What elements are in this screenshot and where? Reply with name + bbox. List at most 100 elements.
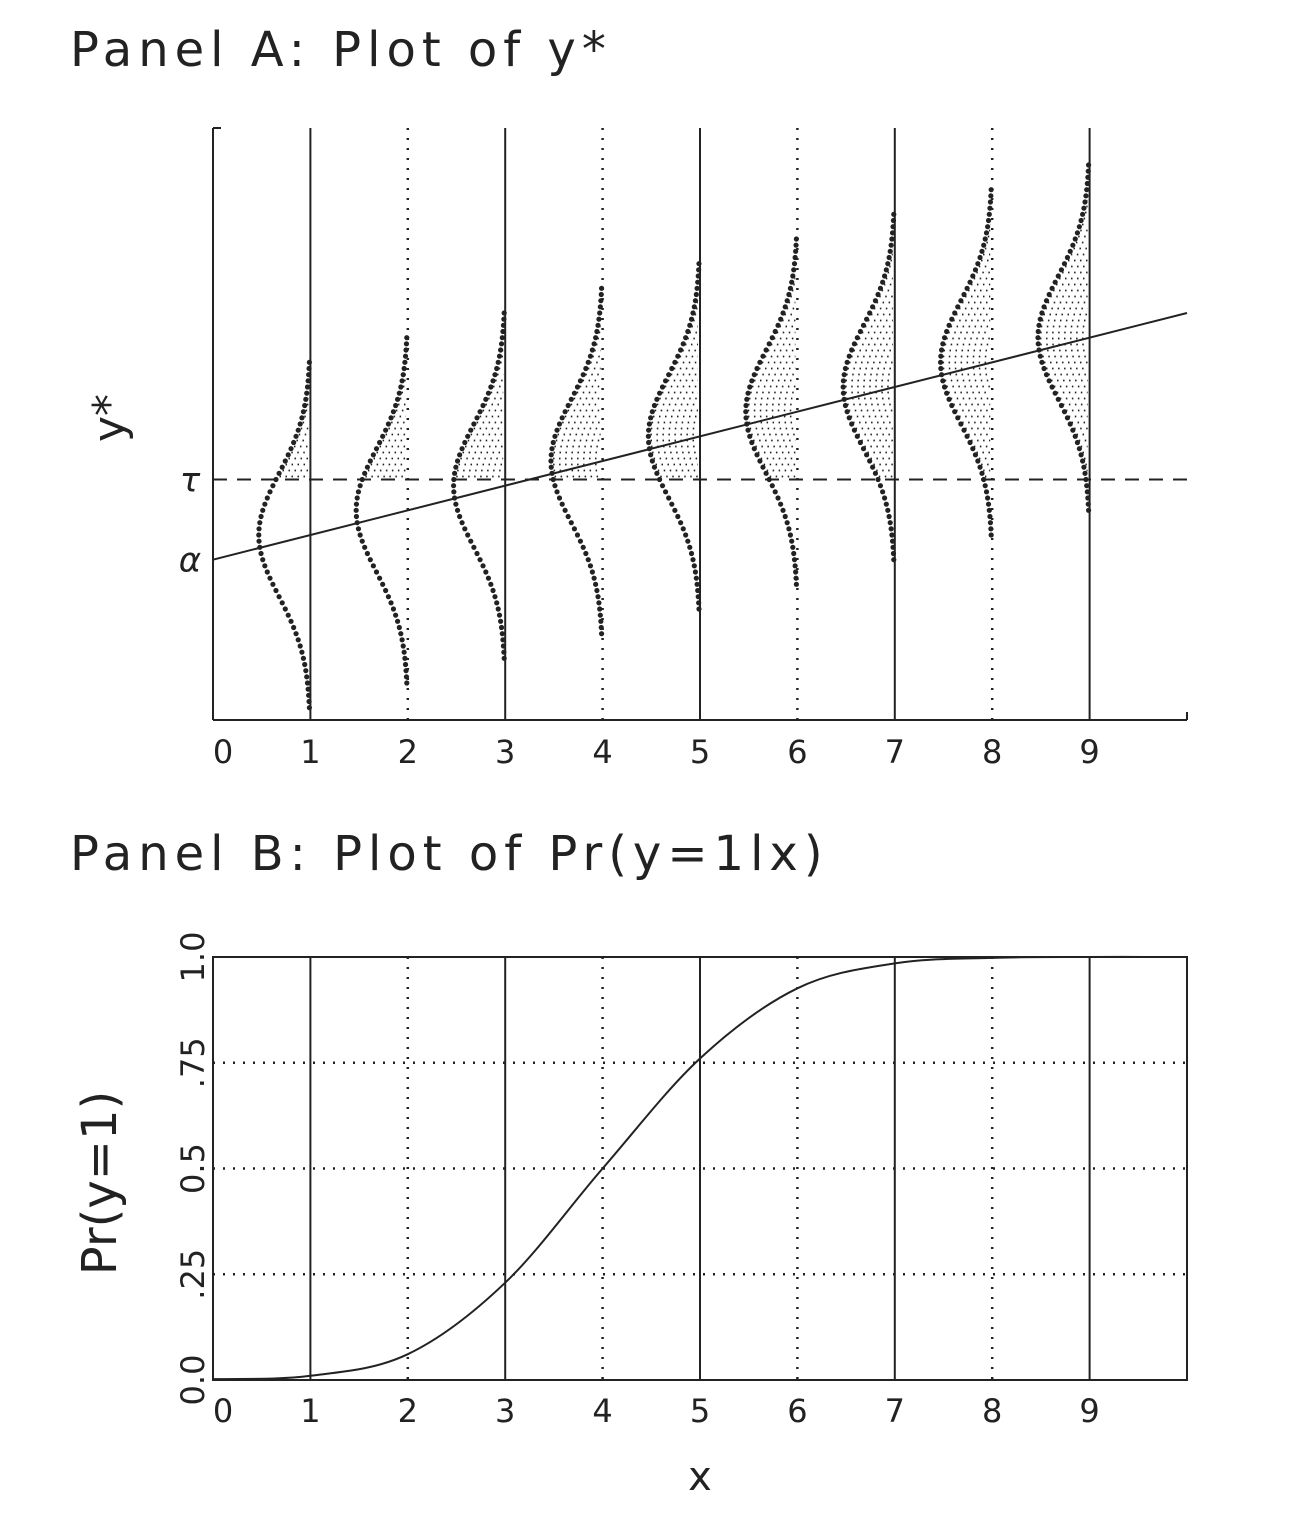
panel-a-density-point (751, 372, 757, 378)
panel-a-density-point (985, 224, 991, 230)
panel-a-density-point (304, 680, 311, 686)
panel-a-density-point (958, 298, 964, 304)
panel-a-density-point (695, 273, 701, 279)
panel-a-density-point (987, 520, 994, 526)
panel-a-density-point (1085, 162, 1092, 168)
panel-a-density-point (985, 495, 991, 501)
panel-a-density-point (675, 513, 681, 520)
panel-a-density-point (559, 415, 565, 421)
panel-a-x-tick-label: 2 (398, 733, 418, 771)
panel-a-density-point (888, 242, 894, 248)
panel-a-density-point (394, 396, 401, 402)
panel-a-density-point (357, 532, 363, 538)
panel-a-density-point (276, 594, 282, 600)
panel-a-density-point (593, 335, 599, 341)
panel-a-density-point (403, 347, 409, 353)
panel-a-density-point (964, 285, 970, 291)
panel-a-density-point (587, 353, 594, 359)
panel-a-density-point (451, 476, 457, 483)
panel-a-density-point (492, 594, 498, 600)
panel-a-density-point (559, 501, 565, 507)
panel-a-density-point (983, 489, 990, 495)
panel-a-density-point (562, 507, 568, 513)
panel-a-density-point (867, 310, 873, 316)
panel-a-density-point (747, 384, 753, 390)
panel-b-probability-curve (212, 955, 1188, 1381)
panel-a-density-point (1067, 421, 1073, 427)
panel-a-density-point (571, 526, 578, 532)
panel-a-density-point (1072, 236, 1078, 242)
panel-a-density-point (357, 483, 363, 489)
panel-a-density-point (672, 359, 678, 365)
panel-a-density-point (696, 267, 702, 273)
panel-a-density-point (1039, 359, 1045, 365)
panel-a-density-point (687, 544, 693, 550)
panel-a-density-point (881, 495, 888, 501)
panel-a-density-point (299, 649, 305, 655)
panel-a-density-point (987, 199, 994, 205)
panel-a-density-point (970, 446, 976, 452)
panel-a-density-point (501, 655, 507, 661)
panel-a-density-point (975, 458, 981, 464)
panel-a-density-point (450, 483, 457, 489)
panel-a-density-point (273, 587, 279, 594)
panel-a-density-point (451, 489, 457, 495)
panel-a-density-point (597, 304, 603, 310)
panel-a-density-point (790, 544, 796, 550)
panel-a-density-point (972, 452, 979, 458)
panel-a-density-point (276, 470, 282, 476)
panel-a-density-point (549, 446, 555, 452)
panel-a-density-point (946, 322, 952, 328)
panel-a-density-point (841, 372, 847, 378)
panel-a-density-point (877, 285, 884, 291)
panel-b-x-label: x (688, 1454, 712, 1500)
panel-a-density-point (844, 409, 850, 415)
panel-a-density-point (1067, 248, 1073, 254)
panel-a-density-point (772, 328, 778, 335)
panel-a-density-point (300, 655, 307, 661)
panel-a-density-point (888, 526, 894, 532)
panel-a-density-point (383, 427, 389, 433)
panel-a-density-point (1064, 254, 1071, 261)
panel-a-density-point (499, 631, 505, 637)
panel-a-density-point (988, 193, 994, 199)
panel-a-density-point (760, 464, 766, 470)
panel-a-density-point (872, 298, 879, 304)
panel-a-density-point (694, 581, 700, 587)
panel-a-density-point (396, 624, 402, 631)
panel-a-density-point (844, 359, 850, 365)
panel-a-density-point (568, 520, 574, 526)
panel-a-density-point (571, 390, 578, 396)
panel-a-density-point (399, 378, 405, 384)
panel-a-density-point (743, 402, 749, 409)
panel-a-density-point (889, 236, 895, 242)
panel-a-density-point (399, 637, 405, 643)
panel-a-density-point (353, 507, 359, 513)
panel-a-density-point (789, 279, 795, 285)
panel-a-density-point (556, 421, 563, 427)
panel-a-density-point (457, 513, 463, 520)
panel-a-density-point (889, 230, 896, 236)
panel-a-density-point (1085, 501, 1091, 507)
panel-a-density-point (499, 335, 505, 341)
panel-a-density-point (887, 520, 893, 526)
panel-a-density-point (1085, 174, 1091, 180)
panel-a-density-point (952, 409, 958, 415)
panel-a-density-point (594, 328, 600, 335)
panel-a-density-point (987, 513, 993, 520)
panel-a-x-tick-label: 5 (690, 733, 710, 771)
panel-a-density-point (685, 538, 691, 544)
panel-a-density-point (596, 316, 602, 322)
panel-a-density-point (453, 464, 459, 470)
panel-a-density-point (501, 316, 507, 322)
panel-a-density-point (270, 581, 276, 587)
panel-a-density-point (394, 618, 401, 624)
panel-a-density-point (791, 267, 797, 273)
panel-a-density-point (952, 310, 958, 316)
panel-a-density-point (256, 532, 262, 538)
panel-a-density-point (273, 476, 279, 483)
panel-a-density-point (680, 341, 686, 347)
panel-a-density-point (359, 538, 365, 544)
panel-a-density-point (651, 402, 658, 409)
